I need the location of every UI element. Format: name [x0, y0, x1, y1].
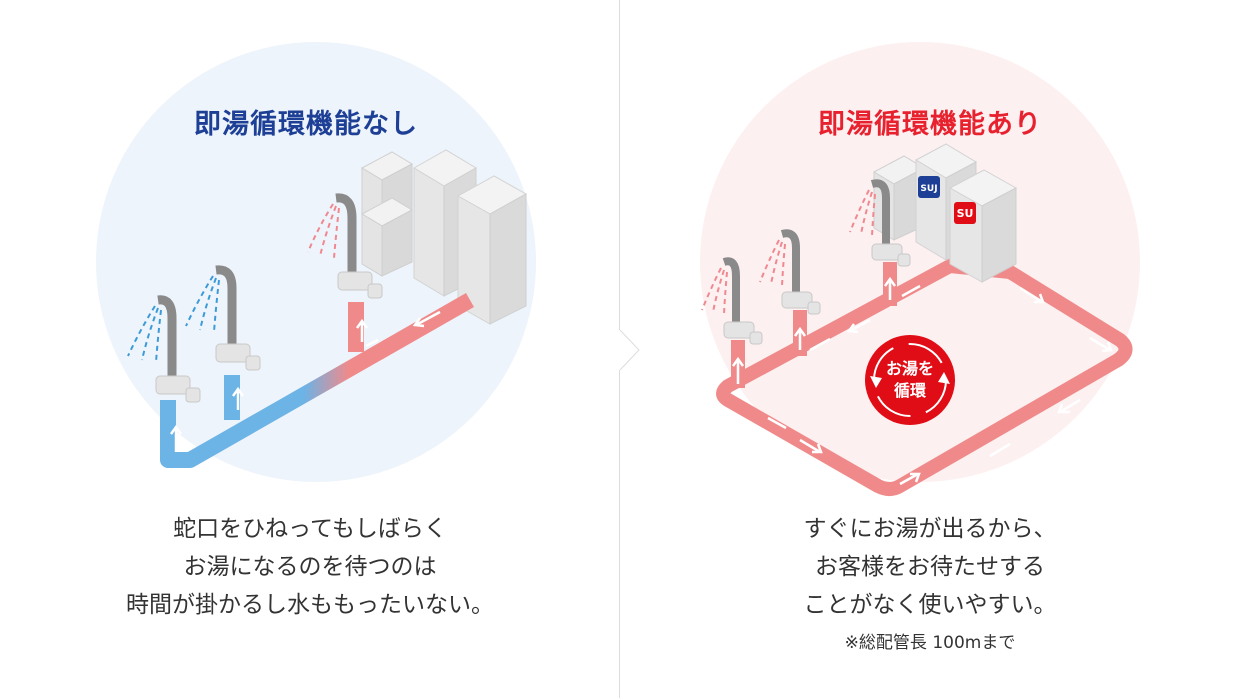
badge-line-2: 循環 — [894, 381, 927, 400]
caption-line: お客様をお待たせする — [815, 554, 1045, 580]
su-label-icon — [954, 202, 976, 224]
badge-line-1: お湯を — [886, 359, 934, 378]
hot-water-stream — [307, 203, 340, 259]
footnote: ※総配管長 100mまで — [844, 633, 1016, 653]
caption-line: 時間が掛かるし水ももったいない。 — [126, 592, 494, 618]
caption-line: 蛇口をひねってもしばらく — [173, 516, 447, 542]
chevron-right-icon — [619, 330, 640, 370]
hot-water-stream — [701, 189, 876, 315]
suj-label-icon — [918, 176, 940, 198]
caption: すぐにお湯が出るから、 お客様をお待たせする ことがなく使いやすい。 — [620, 510, 1240, 624]
caption: 蛇口をひねってもしばらく お湯になるのを待つのは 時間が掛かるし水ももったいない… — [0, 510, 620, 624]
faucet-icon — [155, 295, 201, 403]
flow-arrow-icon — [731, 276, 1113, 486]
faucet-icon — [335, 193, 383, 299]
water-heater-icon — [360, 149, 528, 325]
unit-label-su: SU — [957, 207, 974, 220]
illustration-without-circulation — [127, 149, 528, 468]
faucet-icon — [780, 229, 821, 315]
supply-pipe — [160, 293, 474, 468]
illustration-with-circulation: SUJ SU — [701, 143, 1133, 496]
panel-with-circulation: 即湯循環機能あり — [620, 0, 1240, 698]
caption-line: お湯になるのを待つのは — [183, 554, 437, 580]
flow-arrow-icon — [169, 310, 441, 452]
cold-water-stream — [127, 275, 220, 363]
faucet-icon — [722, 257, 763, 345]
caption-line: すぐにお湯が出るから、 — [803, 516, 1057, 542]
faucet-icon — [870, 179, 911, 267]
unit-label-suj: SUJ — [920, 184, 937, 194]
panel-title: 即湯循環機能なし — [194, 109, 418, 140]
faucet-icon — [215, 265, 261, 371]
panel-without-circulation: 即湯循環機能なし — [0, 42, 620, 624]
circulation-badge — [865, 335, 955, 425]
panel-title: 即湯循環機能あり — [818, 109, 1042, 140]
caption-line: ことがなく使いやすい。 — [803, 592, 1057, 618]
water-heater-icon — [872, 143, 1018, 283]
